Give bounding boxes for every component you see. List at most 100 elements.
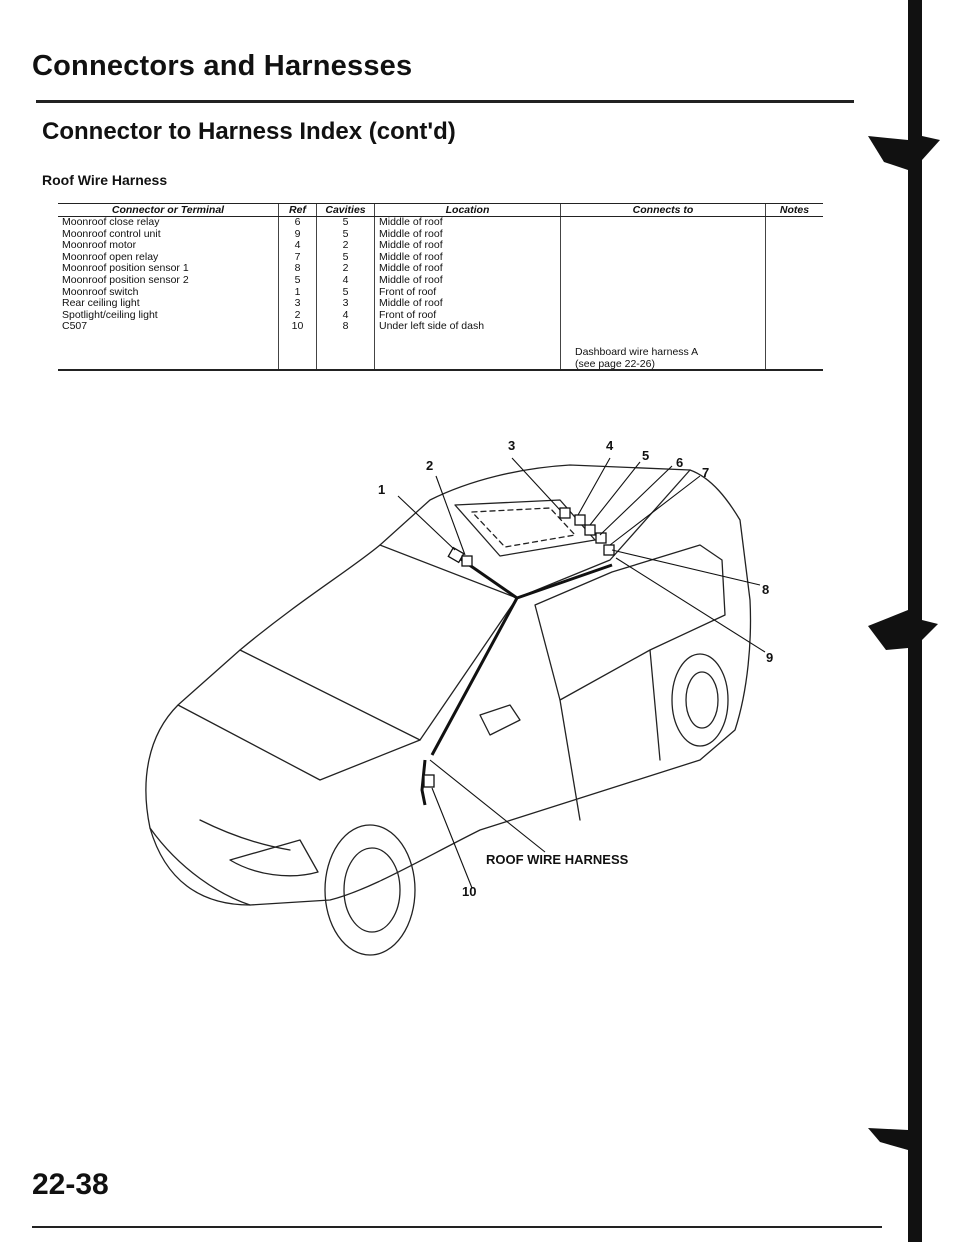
callout-10: 10 xyxy=(462,884,477,899)
callout-2: 2 xyxy=(426,458,434,473)
ref-cell: 6 xyxy=(294,216,301,228)
ref-cell: 9 xyxy=(294,227,301,240)
column-header-connects-to: Connects to xyxy=(560,204,765,216)
leader-line xyxy=(397,495,456,551)
connects-to-column: Dashboard wire harness A (see page 22-26… xyxy=(560,217,765,371)
location-cell: Front of roof xyxy=(379,308,437,321)
callout-4: 4 xyxy=(606,438,614,453)
harness-name: Roof Wire Harness xyxy=(42,172,168,188)
connector-icon xyxy=(559,507,571,519)
connector-cell: Moonroof open relay xyxy=(62,250,159,263)
callout-7: 7 xyxy=(702,465,710,480)
front-wheel xyxy=(324,824,416,956)
door-line xyxy=(649,649,661,761)
location-cell: Middle of roof xyxy=(379,216,443,228)
binder-tab xyxy=(922,620,938,640)
binder-tab xyxy=(922,136,940,160)
table-header: Connector or Terminal Ref Cavities Locat… xyxy=(58,203,823,217)
side-mirror xyxy=(479,704,521,736)
cavities-cell: 4 xyxy=(342,308,349,321)
leader-line xyxy=(609,475,701,546)
ref-cell: 10 xyxy=(291,320,304,333)
cavities-column: 5 5 2 5 2 4 5 3 4 8 xyxy=(316,216,374,369)
connector-cell: Moonroof position sensor 2 xyxy=(62,273,189,286)
connector-cell: Moonroof motor xyxy=(62,239,137,252)
cavities-cell: 5 xyxy=(342,250,349,263)
grille xyxy=(199,819,291,851)
connector-index-table: Connector or Terminal Ref Cavities Locat… xyxy=(58,203,823,371)
leader-line xyxy=(611,549,761,586)
connector-cell: Moonroof position sensor 1 xyxy=(62,262,189,275)
column-header-ref: Ref xyxy=(278,204,316,216)
page-title: Connectors and Harnesses xyxy=(32,50,413,82)
connector-cell: Spotlight/ceiling light xyxy=(62,308,158,321)
callout-9: 9 xyxy=(766,650,774,665)
connector-cell: Moonroof control unit xyxy=(62,227,161,240)
cavities-cell: 5 xyxy=(342,216,349,228)
bumper xyxy=(149,827,251,906)
location-cell: Middle of roof xyxy=(379,239,443,252)
footer-rule xyxy=(32,1226,882,1228)
ref-cell: 5 xyxy=(294,273,301,286)
location-cell: Middle of roof xyxy=(379,227,443,240)
binder-tab xyxy=(868,1128,908,1150)
door-line xyxy=(559,699,581,821)
ref-cell: 7 xyxy=(294,250,301,263)
rear-wheel-hub xyxy=(685,671,719,729)
leader-line xyxy=(431,787,473,889)
connector-cell: Moonroof close relay xyxy=(62,216,160,228)
side-window xyxy=(534,544,726,701)
location-cell: Middle of roof xyxy=(379,273,443,286)
sunroof-glass xyxy=(471,507,576,548)
callout-8: 8 xyxy=(762,582,770,597)
binder-tab xyxy=(868,136,908,170)
ref-cell: 4 xyxy=(294,239,301,252)
cavities-cell: 8 xyxy=(342,320,349,333)
headlight xyxy=(229,839,319,877)
notes-column xyxy=(765,217,823,369)
roof-harness-wire xyxy=(420,759,427,806)
ref-cell: 2 xyxy=(294,308,301,321)
page-reference-link[interactable]: (see page 22-26) xyxy=(575,358,655,371)
location-cell: Middle of roof xyxy=(379,297,443,310)
location-cell: Middle of roof xyxy=(379,262,443,275)
table-body: Moonroof close relay Moonroof control un… xyxy=(58,216,823,371)
callout-5: 5 xyxy=(642,448,650,463)
callout-1: 1 xyxy=(378,482,386,497)
location-cell: Front of roof xyxy=(379,285,437,298)
column-header-cavities: Cavities xyxy=(316,204,374,216)
leader-line xyxy=(429,759,546,853)
binder-tab xyxy=(868,610,908,650)
leader-line xyxy=(511,457,561,511)
connector-column: Moonroof close relay Moonroof control un… xyxy=(58,216,278,369)
connector-cell: C507 xyxy=(62,320,88,333)
cavities-cell: 2 xyxy=(342,239,349,252)
ref-cell: 3 xyxy=(294,297,301,310)
sunroof-outline xyxy=(454,499,596,557)
rear-wheel xyxy=(671,653,729,747)
title-rule xyxy=(36,100,854,103)
connects-to-cell: Dashboard wire harness A xyxy=(575,346,699,359)
cavities-cell: 4 xyxy=(342,273,349,286)
connector-icon xyxy=(423,774,435,788)
cavities-cell: 3 xyxy=(342,297,349,310)
column-header-notes: Notes xyxy=(765,204,823,216)
section-subtitle: Connector to Harness Index (cont'd) xyxy=(42,118,456,145)
column-header-location: Location xyxy=(374,204,560,216)
car-body-outline xyxy=(145,464,752,906)
ref-cell: 8 xyxy=(294,262,301,275)
page-number: 22-38 xyxy=(32,1168,109,1201)
leader-line xyxy=(589,461,641,526)
callout-6: 6 xyxy=(676,455,684,470)
connector-icon xyxy=(461,555,473,567)
binder-bar xyxy=(908,0,922,1242)
connector-cell: Rear ceiling light xyxy=(62,297,140,310)
connector-icon xyxy=(574,514,586,526)
leader-line xyxy=(599,465,673,536)
connector-icon xyxy=(447,546,465,564)
cavities-cell: 5 xyxy=(342,285,349,298)
callout-3: 3 xyxy=(508,438,516,453)
cavities-cell: 2 xyxy=(342,262,349,275)
